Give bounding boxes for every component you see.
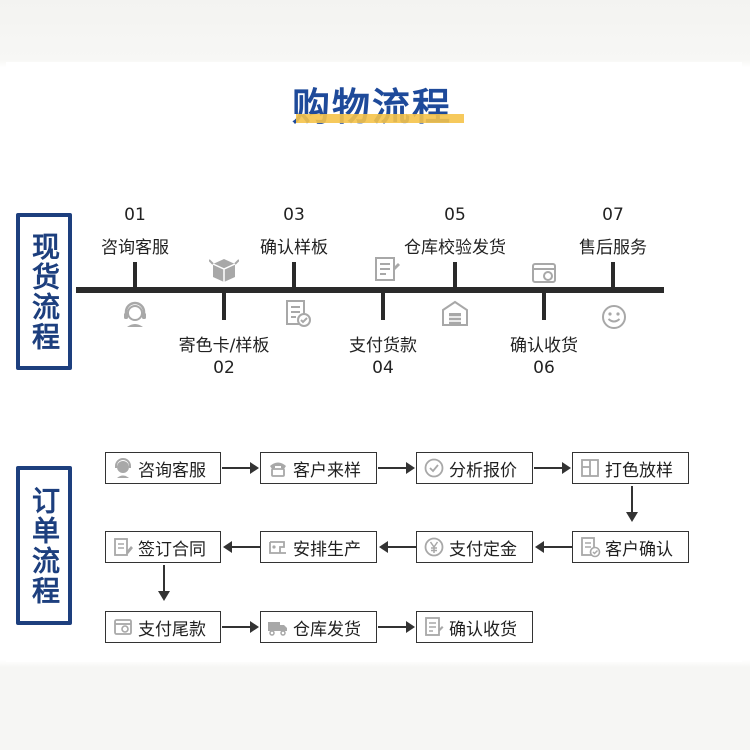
step-number: 03 (283, 205, 305, 225)
order-step-color-sample: 打色放样 (572, 452, 689, 484)
order-step-shipping: 仓库发货 (260, 611, 377, 643)
notepad-icon (423, 616, 445, 638)
step-label: 仓库校验发货 (404, 238, 506, 258)
step-number: 07 (602, 205, 624, 225)
order-step-label: 确认收货 (449, 619, 517, 640)
order-step-production: 安排生产 (260, 531, 377, 563)
step-number: 05 (444, 205, 466, 225)
order-step-label: 分析报价 (449, 460, 517, 481)
order-step-label: 客户来样 (293, 460, 361, 481)
timeline-tick (542, 292, 546, 320)
headset-icon (120, 300, 150, 330)
receipt-icon (529, 258, 559, 288)
arrow-left (222, 540, 260, 554)
spot-flow-label: 现货流程 (16, 213, 72, 370)
arrow-right (222, 620, 260, 634)
phone-icon (267, 457, 289, 479)
arrow-left (378, 540, 416, 554)
sewing-machine-icon (267, 536, 289, 558)
receipt-icon (112, 616, 134, 638)
smiley-icon (599, 302, 629, 332)
order-step-confirm: 客户确认 (572, 531, 689, 563)
step-label: 确认样板 (260, 238, 328, 258)
timeline-tick (133, 262, 137, 288)
box-icon (208, 254, 240, 284)
timeline-tick (222, 292, 226, 320)
arrow-left (534, 540, 572, 554)
order-step-receive: 确认收货 (416, 611, 533, 643)
step-number: 01 (124, 205, 146, 225)
step-label: 支付货款 (349, 336, 417, 356)
order-step-final-payment: 支付尾款 (105, 611, 221, 643)
order-step-label: 客户确认 (605, 539, 673, 560)
check-circle-icon (423, 457, 445, 479)
palette-icon (579, 457, 601, 479)
pen-document-icon (112, 536, 134, 558)
timeline-tick (611, 262, 615, 288)
step-label: 售后服务 (579, 238, 647, 258)
timeline-tick (381, 292, 385, 320)
order-step-deposit: 支付定金 (416, 531, 533, 563)
order-step-contract: 签订合同 (105, 531, 221, 563)
step-number: 06 (533, 358, 555, 378)
order-step-label: 安排生产 (293, 539, 361, 560)
order-step-label: 签订合同 (138, 539, 206, 560)
warehouse-icon (440, 298, 470, 328)
arrow-down (625, 486, 639, 524)
step-number: 04 (372, 358, 394, 378)
yen-icon (423, 536, 445, 558)
arrow-down (157, 565, 171, 603)
order-flow-label: 订单流程 (16, 466, 72, 625)
step-label: 咨询客服 (101, 238, 169, 258)
order-step-quote: 分析报价 (416, 452, 533, 484)
arrow-right (534, 461, 572, 475)
arrow-right (378, 620, 416, 634)
step-label: 确认收货 (510, 336, 578, 356)
order-step-label: 打色放样 (605, 460, 673, 481)
title-highlight (296, 114, 464, 123)
order-step-label: 咨询客服 (138, 460, 206, 481)
timeline-tick (453, 262, 457, 288)
step-number: 02 (213, 358, 235, 378)
arrow-right (222, 461, 260, 475)
order-step-sample: 客户来样 (260, 452, 377, 484)
order-step-label: 仓库发货 (293, 619, 361, 640)
document-check-icon (282, 298, 312, 328)
step-label: 寄色卡/样板 (178, 336, 270, 356)
timeline-tick (292, 262, 296, 288)
order-step-consult: 咨询客服 (105, 452, 221, 484)
order-step-label: 支付定金 (449, 539, 517, 560)
arrow-right (378, 461, 416, 475)
truck-icon (267, 616, 289, 638)
order-step-label: 支付尾款 (138, 619, 206, 640)
timeline-line (76, 287, 664, 293)
notepad-icon (371, 254, 401, 284)
document-check-icon (579, 536, 601, 558)
headset-icon (112, 457, 134, 479)
